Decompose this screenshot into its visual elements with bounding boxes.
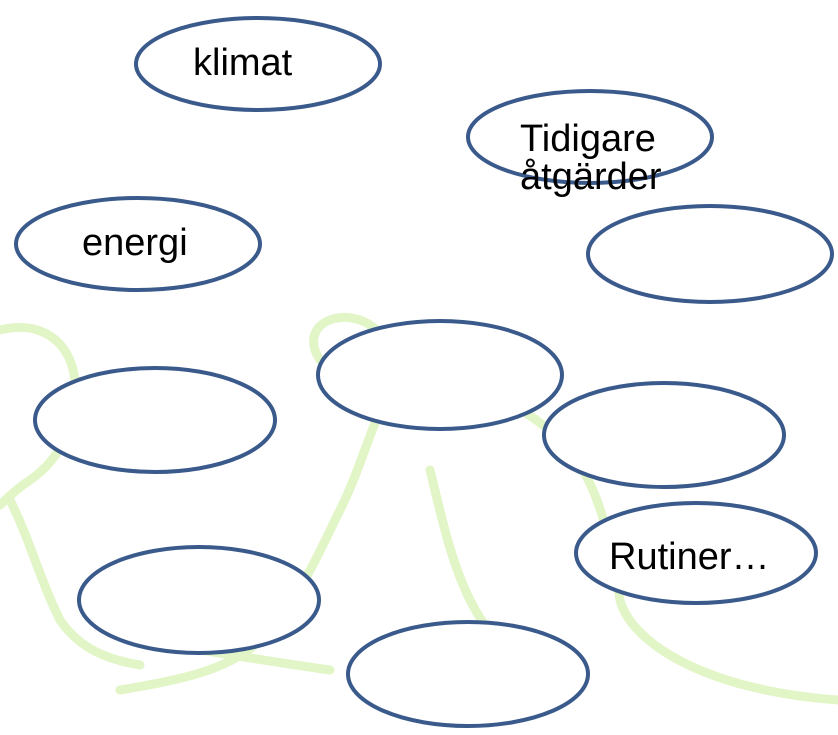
node-label-tidigare-line1: Tidigare — [520, 118, 656, 160]
ellipse-empty-1 — [586, 204, 834, 304]
node-label-rutiner: Rutiner… — [609, 536, 770, 578]
ellipse-tidigare-atgarder — [466, 89, 714, 185]
watermark-left-arm — [5, 495, 145, 670]
node-label-tidigare-atgarder: Tidigare åtgärder — [520, 118, 662, 198]
ellipse-rutiner — [574, 501, 818, 605]
ellipse-energi — [14, 196, 262, 292]
ellipse-empty-2 — [316, 319, 564, 431]
ellipse-layer — [14, 16, 834, 728]
node-label-klimat: klimat — [193, 42, 293, 84]
node-label-tidigare-line2: åtgärder — [520, 156, 662, 198]
ellipse-klimat — [134, 16, 382, 112]
node-label-energi: energi — [82, 222, 188, 264]
ellipse-empty-3 — [33, 366, 277, 474]
ellipse-empty-6 — [346, 620, 590, 728]
ellipse-empty-4 — [542, 381, 786, 489]
ellipse-empty-5 — [77, 545, 321, 655]
